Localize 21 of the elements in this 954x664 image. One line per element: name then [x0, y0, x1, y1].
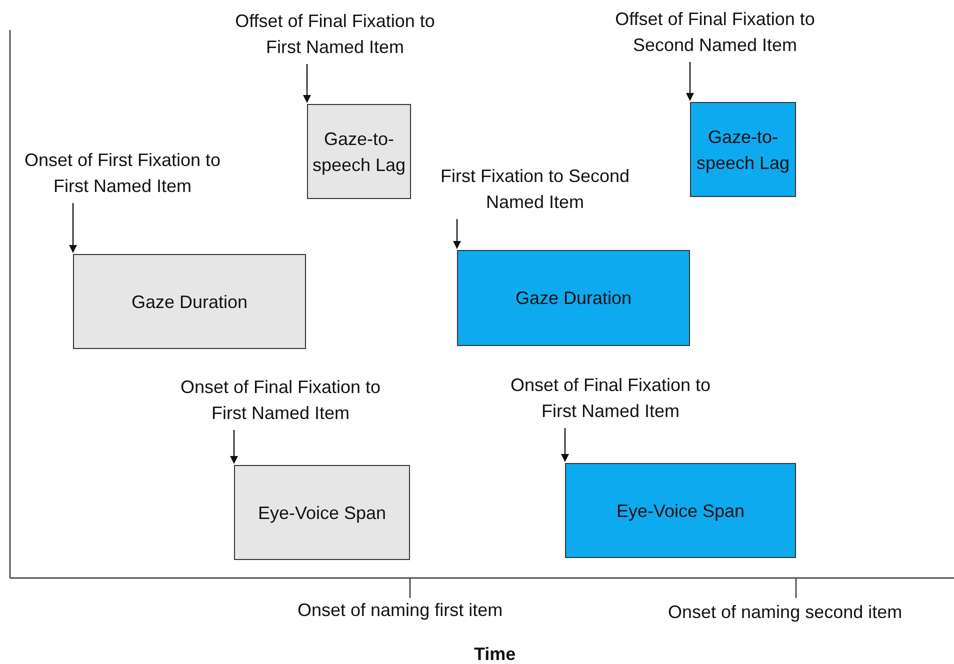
arrow	[686, 62, 694, 101]
annotation-text: Offset of Final Fixation to First Named Item	[225, 8, 445, 60]
annotation-text: Offset of Final Fixation to Second Named Item	[605, 6, 825, 58]
arrow	[561, 428, 569, 462]
annotation-text: Onset of First Fixation to First Named Item	[15, 147, 230, 199]
axis-tick-label: Onset of naming first item	[298, 600, 503, 621]
duration-box: Gaze Duration	[73, 254, 306, 349]
lag-box: Gaze-to-speech Lag	[690, 102, 796, 197]
arrow	[303, 64, 311, 103]
span-box: Eye-Voice Span	[565, 463, 796, 558]
arrow	[230, 430, 238, 464]
axis-tick-label: Onset of naming second item	[668, 602, 902, 623]
duration-box: Gaze Duration	[457, 250, 690, 346]
annotation-text: Onset of Final Fixation to First Named Item	[503, 372, 718, 424]
lag-box: Gaze-to-speech Lag	[307, 104, 411, 199]
arrow	[453, 219, 461, 249]
arrow	[69, 203, 77, 253]
annotation-text: First Fixation to Second Named Item	[440, 163, 630, 215]
axis-title: Time	[474, 644, 516, 664]
annotation-text: Onset of Final Fixation to First Named Item	[173, 374, 388, 426]
span-box: Eye-Voice Span	[234, 465, 410, 560]
